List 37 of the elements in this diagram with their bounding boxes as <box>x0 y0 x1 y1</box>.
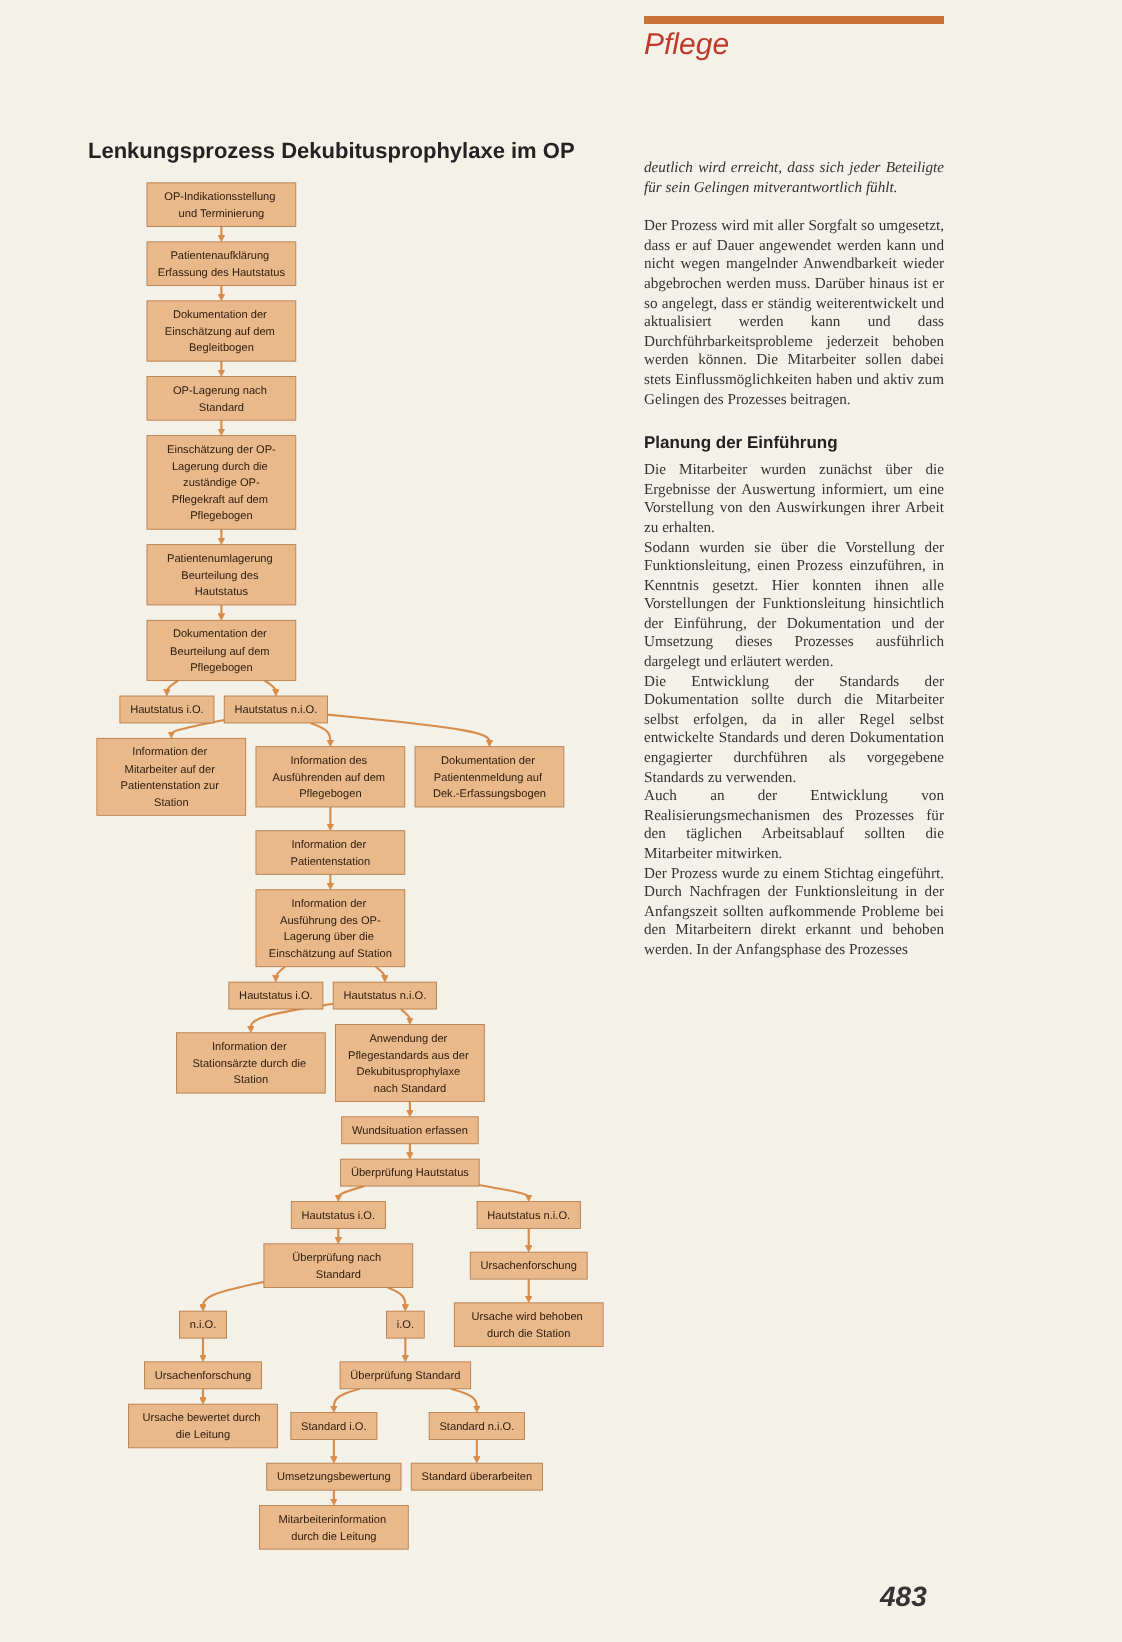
arrow <box>400 1008 414 1025</box>
arrow <box>217 420 226 436</box>
arrow <box>199 1338 207 1363</box>
arrow <box>334 1185 365 1202</box>
arrow <box>326 807 335 832</box>
arrow <box>479 1183 533 1202</box>
arrow <box>217 226 226 243</box>
arrow <box>473 1439 481 1464</box>
section-header: Pflege <box>644 16 944 62</box>
arrow <box>310 721 335 748</box>
arrow <box>217 285 226 302</box>
arrow <box>524 1279 533 1304</box>
page-number: 483 <box>880 1580 927 1612</box>
arrow <box>375 965 389 983</box>
arrow <box>199 1280 265 1312</box>
chart-title: Lenkungsprozess Dekubitusprophylaxe im OP <box>88 140 577 164</box>
arrow <box>387 1286 410 1312</box>
arrow <box>330 1490 338 1506</box>
arrow <box>217 529 226 545</box>
arrow <box>264 679 280 697</box>
arrow <box>199 1388 207 1405</box>
arrow <box>327 713 494 748</box>
arrow <box>406 1143 414 1160</box>
arrow <box>163 679 179 697</box>
arrow <box>326 874 335 891</box>
arrow <box>272 965 286 983</box>
arrow <box>334 1228 343 1245</box>
arrow <box>167 718 225 739</box>
arrow <box>330 1439 338 1464</box>
arrow <box>450 1387 481 1413</box>
arrow <box>217 604 226 621</box>
arrow <box>401 1338 410 1363</box>
arrow <box>524 1228 533 1253</box>
arrow <box>330 1387 361 1413</box>
arrow <box>406 1101 414 1118</box>
subheading: Planung der Einführung <box>644 432 840 453</box>
arrow <box>217 361 226 377</box>
